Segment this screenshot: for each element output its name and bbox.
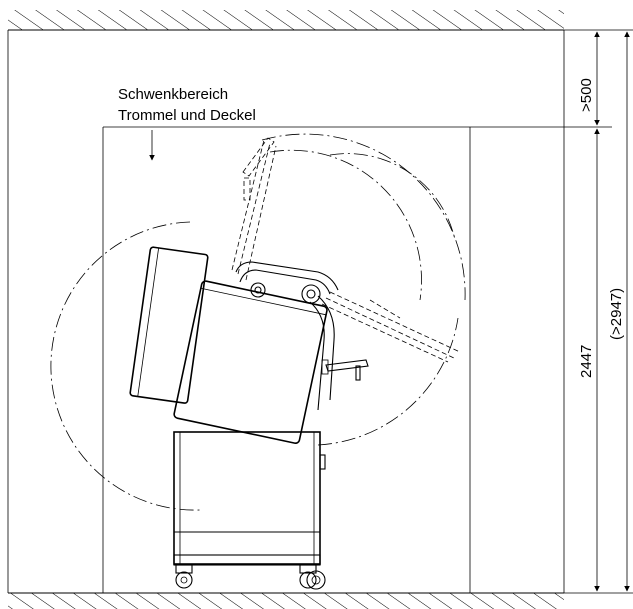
dimension-lines — [470, 29, 633, 594]
lid-tilted-position — [321, 291, 461, 363]
dim-machine-height: 2447 — [578, 345, 595, 378]
swivel-arcs — [50, 133, 466, 511]
swivel-area-outline — [102, 126, 471, 593]
lid-open-position — [231, 137, 277, 281]
swivel-label-line2: Trommel und Deckel — [118, 107, 256, 124]
swivel-label-line1: Schwenkbereich — [118, 86, 228, 103]
hinge-arm — [235, 261, 339, 411]
base-cabinet — [173, 431, 326, 566]
dim-total-height: (>2947) — [608, 288, 625, 340]
drum — [173, 280, 328, 444]
control-panel — [321, 359, 369, 381]
drum-lid — [129, 246, 209, 404]
ceiling — [8, 10, 564, 31]
dim-clearance: >500 — [578, 78, 595, 112]
floor — [8, 592, 564, 609]
wheels — [175, 564, 326, 590]
